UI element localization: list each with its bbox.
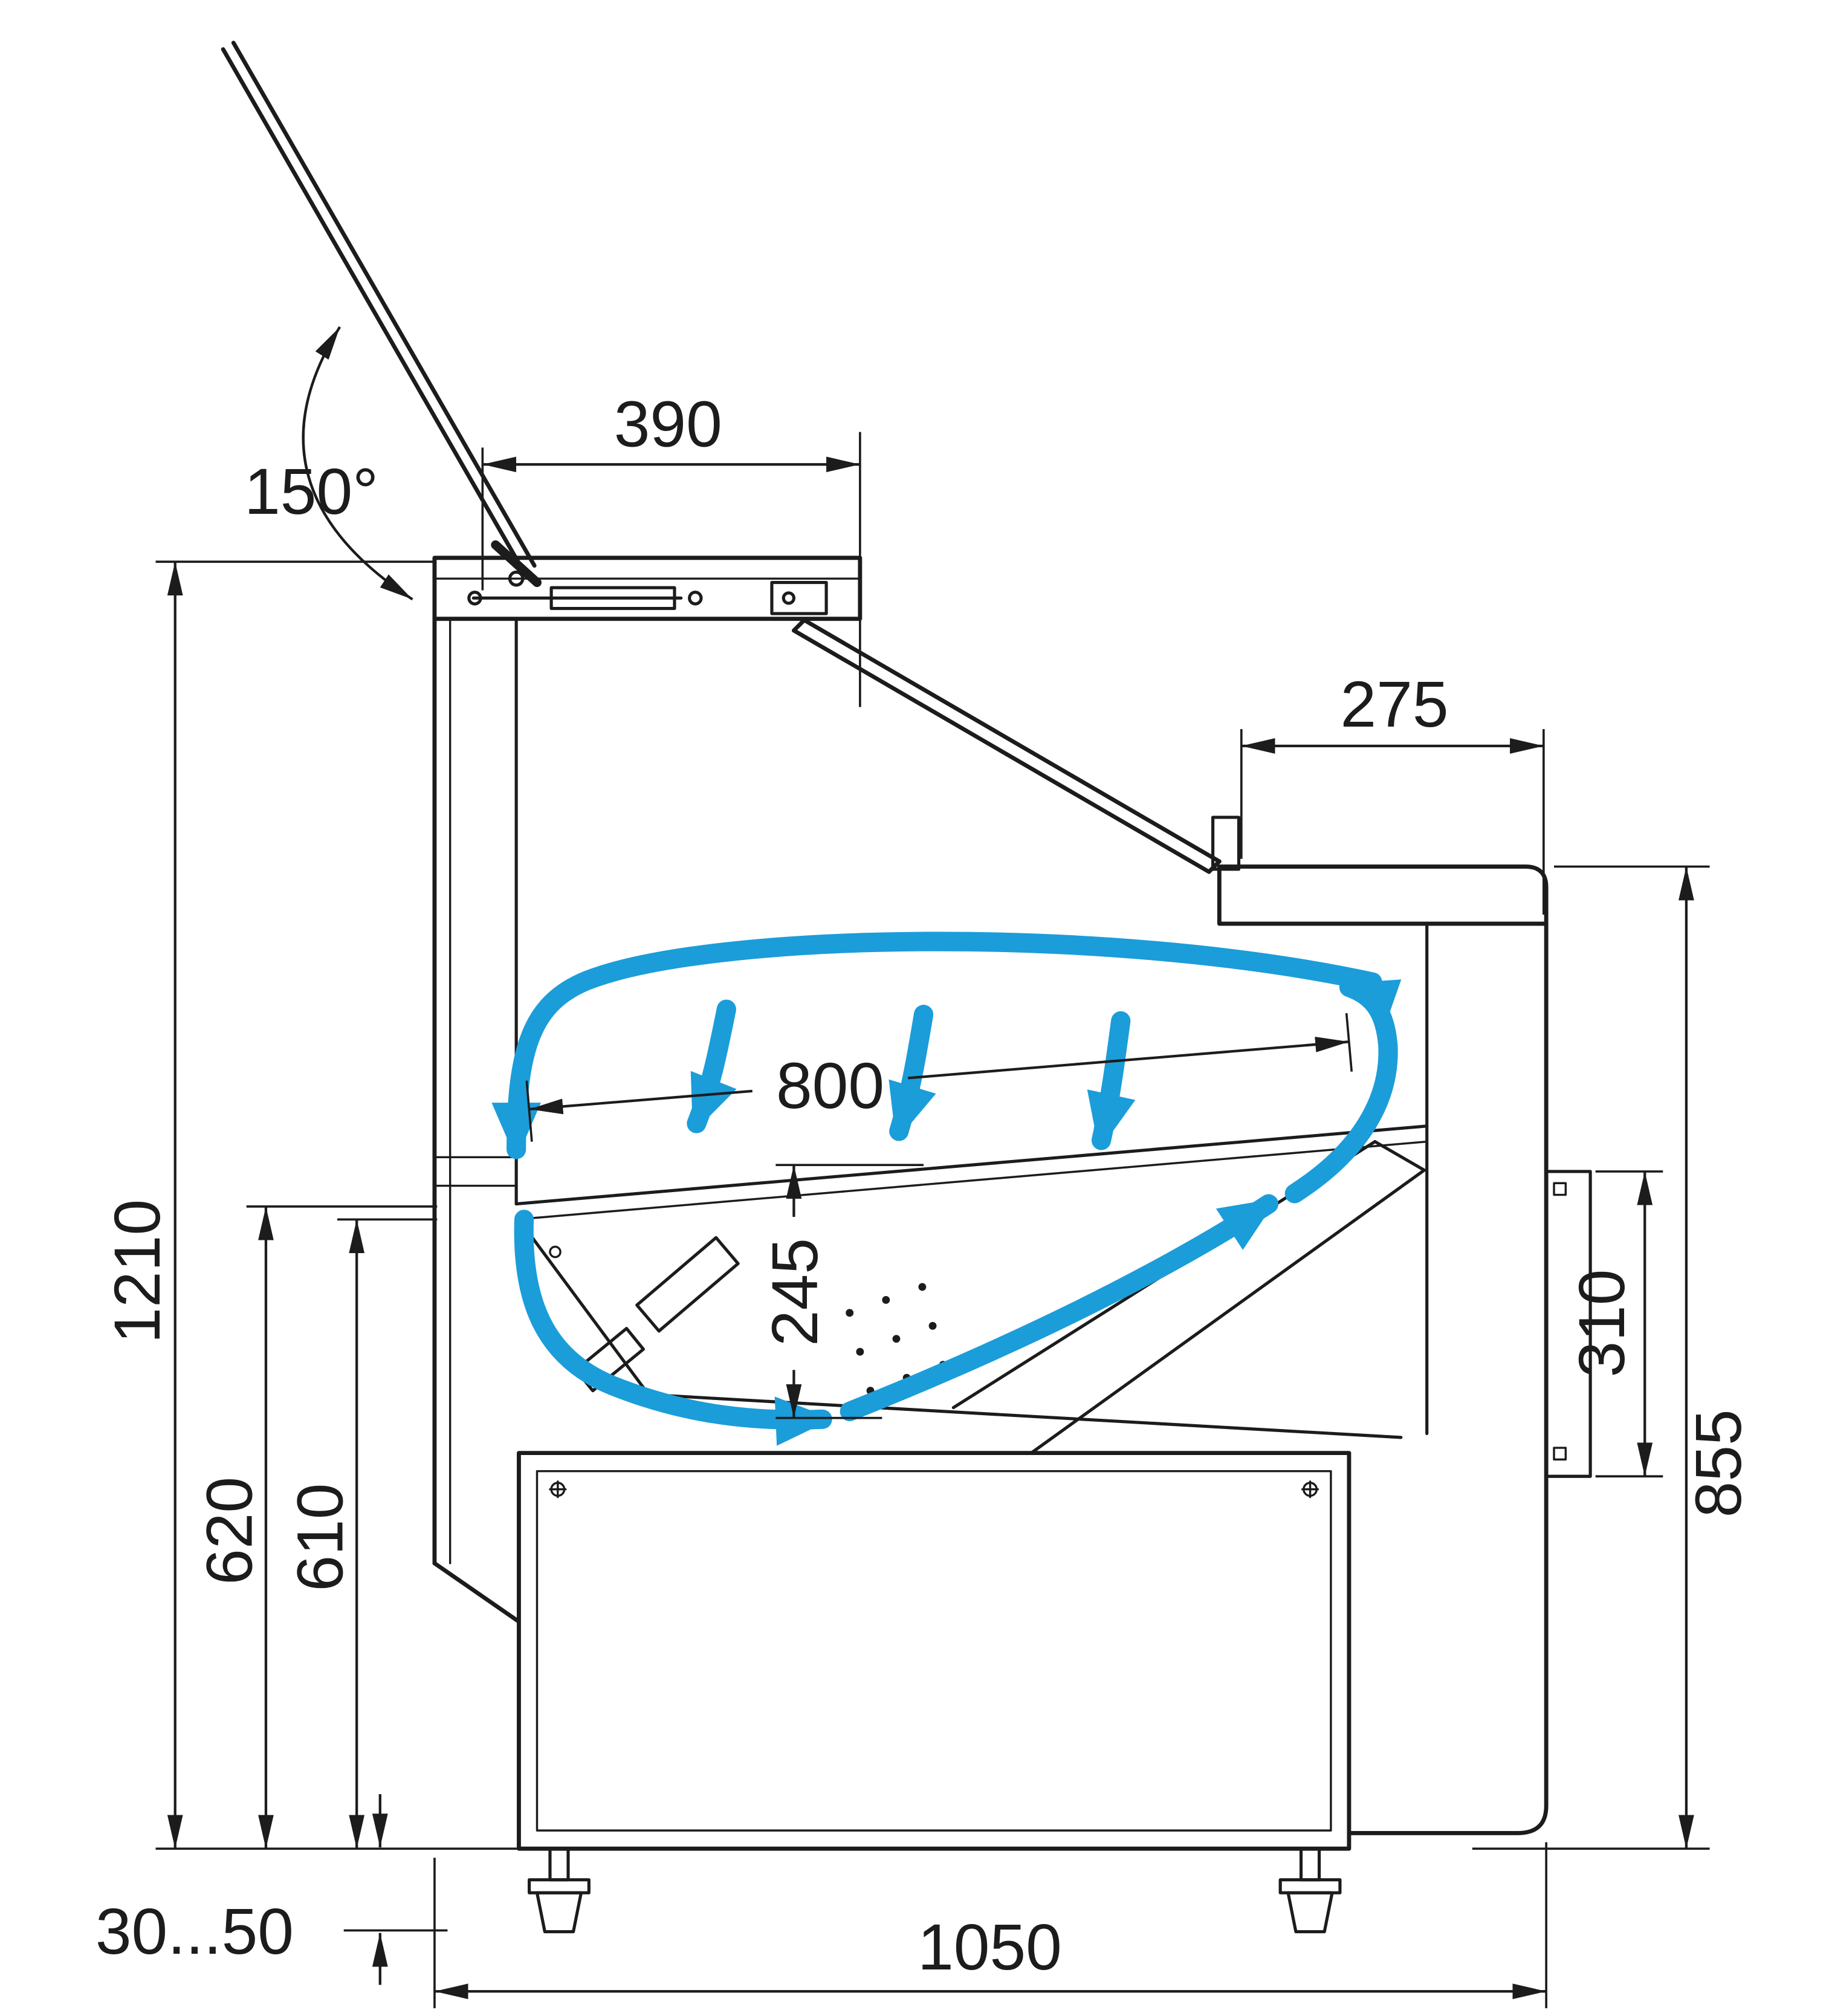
dimension-800: 800	[525, 1013, 1353, 1142]
dimension-855: 855	[1472, 865, 1755, 1850]
dimension-label-foot-range: 30...50	[95, 1895, 294, 1968]
dimension-1210: 1210	[101, 560, 558, 1850]
dimension-275: 275	[1240, 668, 1545, 915]
airflow-ramp-run	[840, 1194, 1278, 1422]
dimension-610: 610	[284, 1218, 438, 1849]
glass-landing-bar	[1211, 815, 1241, 871]
fastener	[549, 1245, 562, 1259]
dimension-label-275: 275	[1341, 668, 1449, 741]
lid-hinge-plate	[491, 540, 542, 588]
canopy-housing	[432, 556, 863, 621]
dimension-label-390: 390	[614, 387, 722, 460]
lid-pivot	[508, 570, 525, 587]
dimension-label-lid-angle: 150°	[244, 455, 378, 528]
dimension-label-620: 620	[193, 1477, 265, 1585]
rear-wall-and-duct	[1347, 921, 1592, 1835]
base-plinth	[517, 1451, 1352, 1851]
gas-spring	[467, 586, 703, 611]
airflow-top-run	[491, 932, 1382, 1160]
adjustable-foot-right	[1278, 1847, 1342, 1934]
dimension-390: 390	[481, 387, 861, 707]
evaporator-unit	[574, 1236, 740, 1393]
dimension-label-245: 245	[759, 1238, 831, 1346]
airflow-branch-3	[1087, 1011, 1136, 1151]
plinth-bolt-right	[1301, 1480, 1319, 1499]
dimension-245: 245	[759, 1164, 924, 1419]
open-lid-glass	[221, 41, 542, 588]
display-deck	[514, 1124, 1429, 1221]
dimension-label-610: 610	[284, 1483, 357, 1592]
dimension-310: 310	[1565, 1170, 1663, 1478]
dimension-label-800: 800	[776, 1049, 884, 1122]
airflow-branch-1	[687, 999, 737, 1133]
front-glass-frame	[791, 618, 1222, 874]
front-wall	[432, 617, 521, 1624]
adjustable-foot-left	[528, 1847, 591, 1934]
case-structure	[221, 41, 1592, 1934]
dimension-620: 620	[193, 1205, 438, 1849]
dimension-lid-angle: 150°	[244, 326, 413, 601]
dimension-foot-range: 30...50	[95, 1794, 448, 1985]
air-ramp	[951, 1139, 1426, 1455]
plinth-bolt-left	[549, 1480, 567, 1499]
dimension-label-310: 310	[1565, 1269, 1638, 1378]
airflow-bottom-run	[514, 1210, 833, 1446]
airflow-riser-turn	[1284, 977, 1402, 1204]
airflow-arrows	[491, 932, 1402, 1446]
rear-worktop	[1211, 815, 1549, 926]
dimension-label-1210: 1210	[101, 1199, 173, 1344]
service-panel	[1544, 1170, 1592, 1478]
lid-hinge-block	[770, 581, 828, 615]
dimension-label-855: 855	[1682, 1409, 1755, 1517]
airflow-branch-2	[889, 1005, 936, 1141]
dimension-1050: 1050	[433, 1842, 1547, 2009]
dimension-label-1050: 1050	[918, 1911, 1062, 1983]
